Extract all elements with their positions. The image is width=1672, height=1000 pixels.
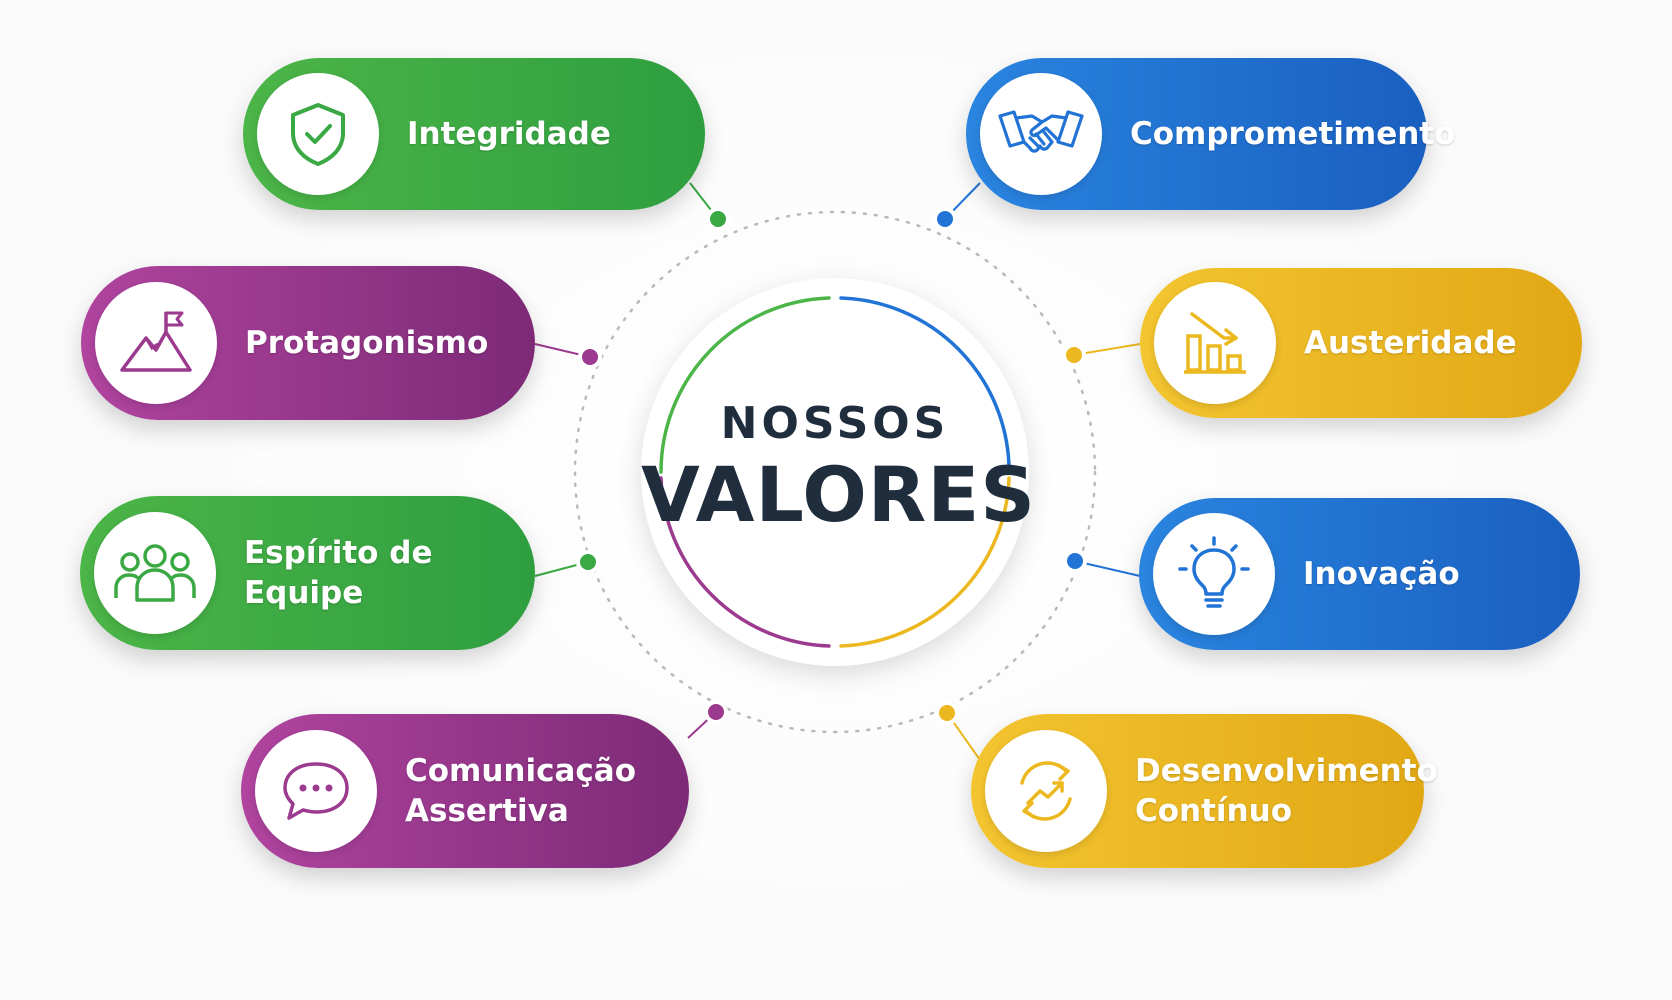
bar-chart-down-icon bbox=[1154, 282, 1276, 404]
shield-check-icon bbox=[257, 73, 379, 195]
value-espirito-de-equipe: Espírito de Equipe bbox=[80, 496, 535, 650]
value-label: Integridade bbox=[407, 115, 611, 152]
chat-bubble-icon bbox=[255, 730, 377, 852]
center-disc bbox=[641, 278, 1029, 666]
value-comprometimento: Comprometimento bbox=[966, 58, 1455, 210]
handshake-icon bbox=[980, 73, 1102, 195]
value-label: Espírito de Equipe bbox=[244, 534, 433, 611]
growth-cycle-icon bbox=[985, 730, 1107, 852]
value-label: Protagonismo bbox=[245, 324, 489, 361]
value-label: Desenvolvimento Contínuo bbox=[1135, 752, 1438, 829]
value-inovacao: Inovação bbox=[1139, 498, 1580, 650]
value-label: Austeridade bbox=[1304, 324, 1517, 361]
value-label: Inovação bbox=[1303, 555, 1460, 592]
value-label: Comprometimento bbox=[1130, 115, 1456, 152]
value-protagonismo: Protagonismo bbox=[81, 266, 535, 420]
value-comunicacao-assertiva: Comunicação Assertiva bbox=[241, 714, 689, 868]
center-ring bbox=[659, 296, 1011, 648]
title-line-1: NOSSOS bbox=[720, 398, 950, 449]
mountain-flag-icon bbox=[95, 282, 217, 404]
value-label: Comunicação Assertiva bbox=[405, 752, 637, 829]
value-austeridade: Austeridade bbox=[1140, 268, 1582, 418]
dotted-orbit bbox=[573, 210, 1097, 734]
lightbulb-icon bbox=[1153, 513, 1275, 635]
connector-layer bbox=[534, 182, 1141, 761]
value-desenvolvimento-continuo: Desenvolvimento Contínuo bbox=[971, 714, 1438, 868]
title-line-2: VALORES bbox=[641, 450, 1036, 539]
value-integridade: Integridade bbox=[243, 58, 705, 210]
connector-dots bbox=[576, 207, 1087, 725]
team-people-icon bbox=[94, 512, 216, 634]
